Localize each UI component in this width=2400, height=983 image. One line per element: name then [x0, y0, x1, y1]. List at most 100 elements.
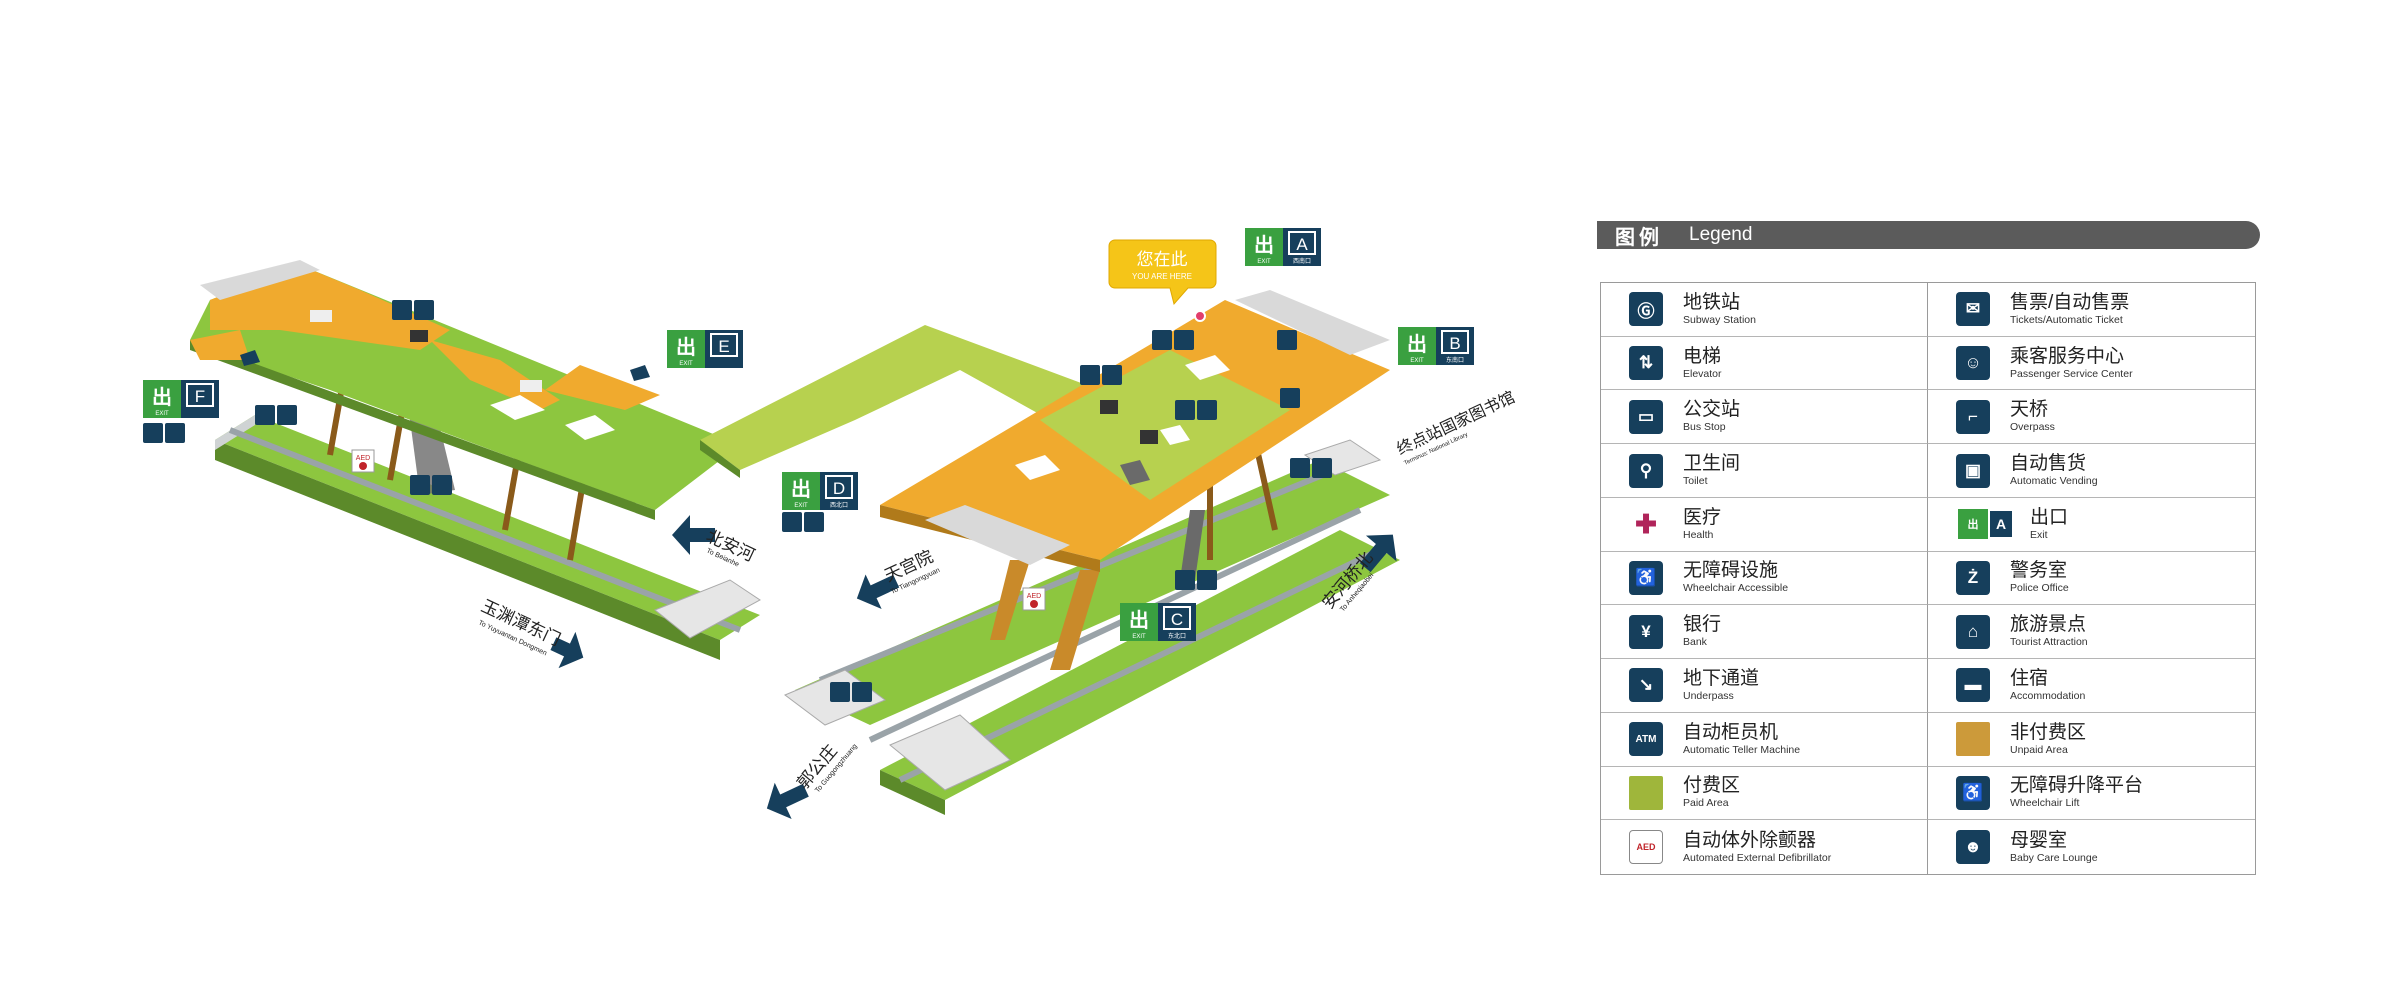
legend-item-cn: 无障碍设施 — [1683, 560, 1779, 582]
svg-text:E: E — [718, 337, 729, 356]
exit-sign-d[interactable]: 出 EXIT D 西北口 — [782, 472, 858, 510]
legend-item-cn: 无障碍升降平台 — [2010, 775, 2144, 797]
svg-text:出: 出 — [791, 478, 811, 501]
connector-passage — [700, 325, 1100, 470]
svg-text:EXIT: EXIT — [1132, 634, 1146, 640]
legend-item-cn: 电梯 — [1683, 345, 1722, 367]
passenger-service-icon: ☺ — [1956, 346, 1990, 381]
legend-item-en: Accommodation — [2010, 689, 2086, 702]
map-elevator-icon — [392, 300, 412, 320]
legend-item-cn: 自动售货 — [2010, 453, 2087, 475]
left-platform-end-building — [654, 579, 761, 639]
legend-item-en: Health — [1683, 528, 1714, 541]
legend-item-cn: 非付费区 — [2010, 721, 2087, 743]
svg-text:东南口: 东南口 — [1446, 356, 1464, 364]
exit-signs: 出 EXIT A 西南口 出 EXIT B 东南口 出 EXIT C 东北口 出… — [143, 228, 1474, 641]
legend-item-en: Elevator — [1683, 367, 1722, 380]
map-vending-icon — [1280, 388, 1300, 408]
legend-item-cn: 警务室 — [2010, 560, 2068, 582]
you-are-here-marker: 您在此 YOU ARE HERE — [1108, 239, 1217, 322]
map-aed-icon: AED — [351, 449, 375, 473]
right-track-1 — [818, 467, 1337, 683]
baby-care-icon: ☻ — [1956, 830, 1990, 865]
legend-item-en: Passenger Service Center — [2010, 367, 2133, 380]
elevator-icon: ⇅ — [1629, 346, 1663, 381]
svg-text:AED: AED — [1027, 593, 1041, 600]
legend-item-en: Automatic Vending — [2010, 475, 2098, 488]
legend-item-cn: 自动体外除颤器 — [1683, 829, 1817, 851]
map-toilet-icon — [255, 405, 275, 425]
svg-text:AED: AED — [356, 455, 370, 462]
svg-text:A: A — [1296, 235, 1308, 254]
legend-item-en: Unpaid Area — [2010, 743, 2068, 756]
right-platform-end-building-2 — [889, 714, 1011, 791]
unpaid-area-icon — [1956, 722, 1990, 757]
arrow-tiangongyuan-icon — [856, 574, 900, 609]
arrow-beianhe-icon — [672, 515, 715, 555]
police-icon: Ż — [1956, 560, 1990, 595]
map-wheelchair-icon — [414, 300, 434, 320]
svg-text:EXIT: EXIT — [679, 361, 693, 367]
svg-text:东北口: 东北口 — [1168, 632, 1186, 640]
vending-icon: ▣ — [1956, 453, 1990, 488]
legend-item-cn: 地铁站 — [1683, 291, 1741, 313]
legend-item-cn: 自动柜员机 — [1683, 721, 1779, 743]
legend-item-cn: 付费区 — [1683, 775, 1741, 797]
svg-text:D: D — [833, 479, 845, 498]
legend-item-cn: 公交站 — [1683, 399, 1741, 421]
legend-item-en: Tickets/Automatic Ticket — [2010, 313, 2123, 326]
exit-sign-a[interactable]: 出 EXIT A 西南口 — [1245, 228, 1321, 266]
legend-item-cn: 天桥 — [2010, 399, 2049, 421]
legend-item-en: Exit — [2030, 528, 2048, 541]
legend-item-en: Wheelchair Accessible — [1683, 582, 1789, 595]
station-3d-map: 北安河 To Beianhe 玉渊潭东门 To Yuyuantan Dongme… — [143, 228, 1518, 819]
legend-item-cn: 卫生间 — [1683, 453, 1741, 475]
svg-text:西北口: 西北口 — [830, 501, 848, 509]
legend-item-en: Tourist Attraction — [2010, 636, 2088, 649]
wheelchair-icon: ♿ — [1629, 560, 1663, 595]
right-track-2 — [868, 507, 1362, 743]
legend-item-en: Toilet — [1683, 475, 1708, 488]
svg-text:EXIT: EXIT — [1257, 259, 1271, 265]
svg-text:EXIT: EXIT — [1410, 358, 1424, 364]
svg-text:您在此: 您在此 — [1137, 250, 1188, 269]
legend-item-en: Bus Stop — [1683, 421, 1726, 434]
svg-text:YOU ARE HERE: YOU ARE HERE — [1132, 272, 1192, 281]
arrow-anheqiaobei-icon — [1359, 534, 1397, 573]
legend-item-cn: 医疗 — [1683, 506, 1722, 528]
exit-sign-e[interactable]: 出 EXIT E — [667, 330, 743, 368]
left-station — [190, 260, 761, 660]
legend-item-en: Automatic Teller Machine — [1683, 743, 1801, 756]
bus-icon: ▭ — [1629, 399, 1663, 434]
right-concourse-canopy — [925, 505, 1070, 565]
legend-item-en: Wheelchair Lift — [2010, 797, 2080, 810]
legend-item-cn: 住宿 — [2010, 667, 2049, 689]
exit-sign-b[interactable]: 出 EXIT B 东南口 — [1398, 327, 1474, 365]
exit-sign-f[interactable]: 出 EXIT F — [143, 380, 219, 418]
legend-item-cn: 出口 — [2030, 506, 2069, 528]
subway-station-icon: Ⓖ — [1629, 292, 1663, 327]
legend-item-cn: 银行 — [1683, 614, 1722, 636]
svg-text:C: C — [1171, 610, 1183, 629]
atm-icon: ATM — [1629, 722, 1663, 757]
exit-sign-c[interactable]: 出 EXIT C 东北口 — [1120, 603, 1196, 641]
left-track — [228, 427, 742, 633]
legend-item-cn: 母婴室 — [2010, 829, 2068, 851]
you-are-here-dot — [1194, 310, 1206, 322]
map-facility-icons: AED AED — [143, 300, 1332, 702]
